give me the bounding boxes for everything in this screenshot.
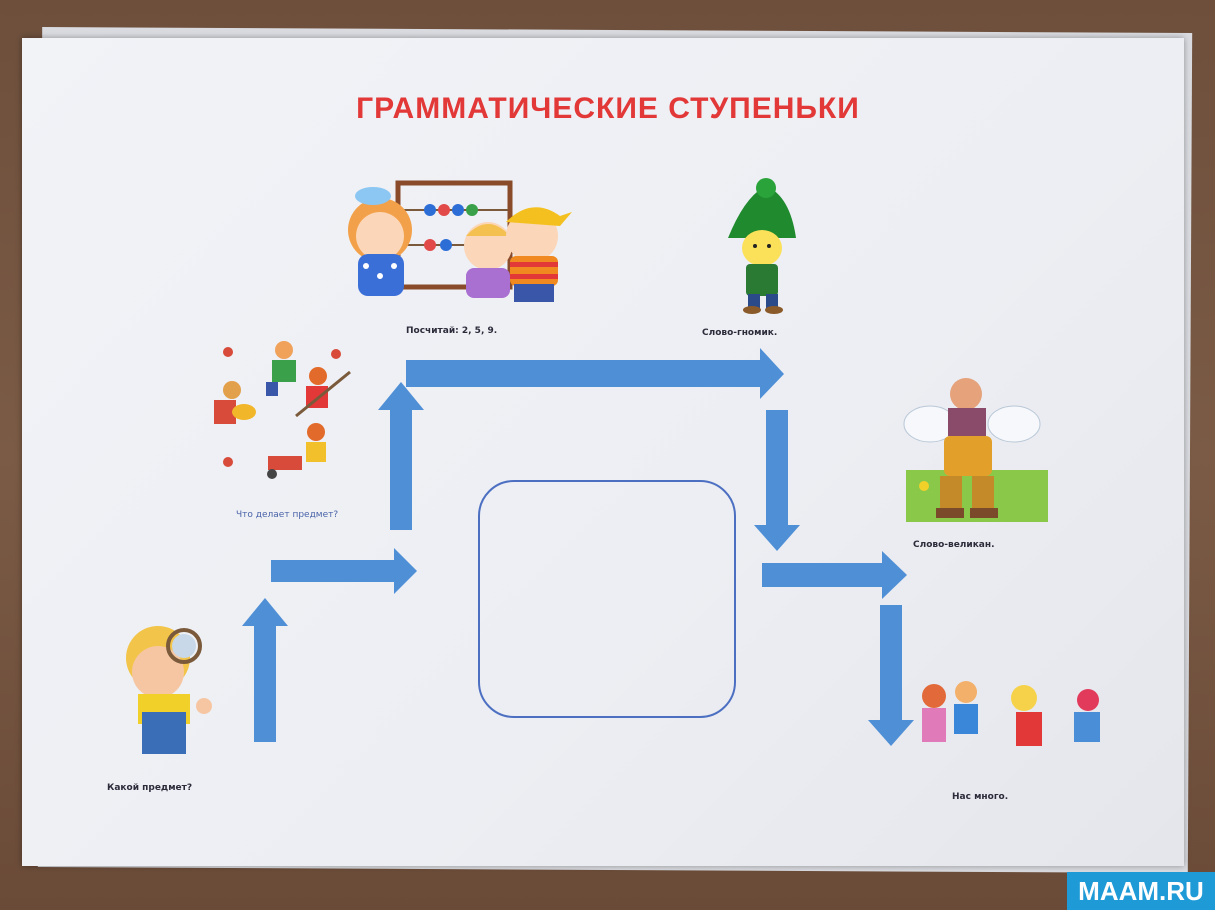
caption-action: Что делает предмет? — [236, 510, 339, 520]
boy-magnifier-illustration — [126, 626, 212, 754]
many-kids-illustration — [922, 681, 1100, 746]
abacus-children-illustration — [348, 180, 572, 302]
arrow-right-2 — [406, 348, 784, 399]
arrow-down-2 — [868, 605, 914, 746]
caption-many: Нас много. — [952, 792, 1009, 802]
arrow-right-1 — [271, 548, 417, 594]
caption-gnome: Слово-гномик. — [702, 328, 778, 338]
page-title: ГРАММАТИЧЕСКИЕ СТУПЕНЬКИ — [356, 92, 860, 125]
arrow-up-1 — [242, 598, 288, 742]
caption-object: Какой предмет? — [107, 783, 193, 793]
kids-activities-illustration — [214, 341, 351, 479]
center-frame — [478, 480, 736, 718]
arrow-right-3 — [762, 551, 907, 599]
watermark-logo: MAAM.RU — [1067, 872, 1215, 910]
gnome-illustration — [728, 178, 796, 314]
caption-count: Посчитай: 2, 5, 9. — [406, 326, 498, 336]
giant-illustration — [903, 378, 1048, 522]
arrow-up-2 — [378, 382, 424, 530]
arrow-down-1 — [754, 410, 800, 551]
caption-giant: Слово-великан. — [913, 540, 995, 550]
